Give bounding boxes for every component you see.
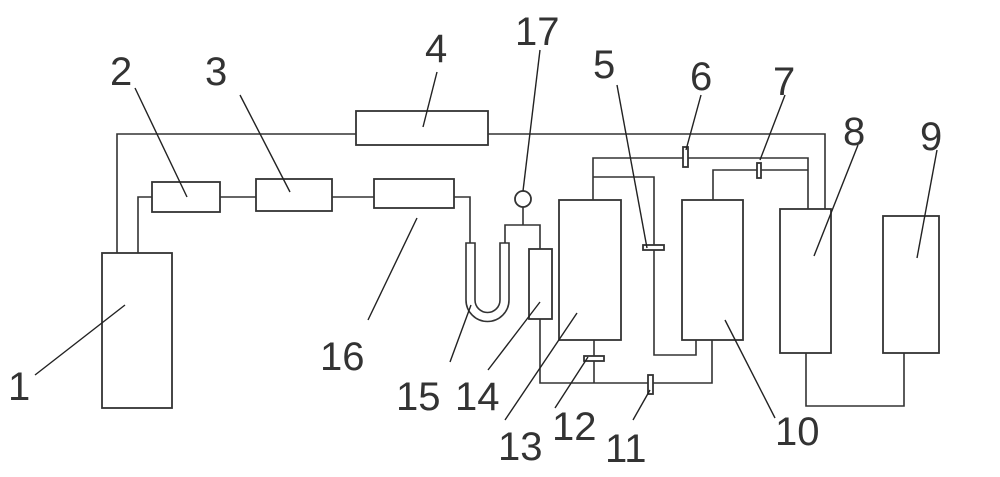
pipe-16-to-15 [454,196,471,243]
reference-labels: 1 2 3 4 17 5 6 7 8 9 16 15 14 13 12 11 1… [8,10,942,471]
leader-lines [34,49,938,421]
label-15: 15 [396,375,441,419]
component-3 [255,178,333,212]
valve-6 [682,146,689,168]
label-4: 4 [425,27,447,71]
pipe-1-to-4-to-8 [116,133,356,253]
leader-15 [449,304,472,363]
leader-1 [34,304,126,376]
label-6: 6 [690,55,712,99]
label-16: 16 [320,335,365,379]
label-3: 3 [205,50,227,94]
leader-9 [916,149,938,259]
leader-4 [422,71,438,128]
component-17-gauge [514,190,532,208]
label-11: 11 [605,427,647,471]
label-12: 12 [552,405,597,449]
label-10: 10 [775,410,820,454]
valve-11 [647,374,654,395]
leader-16 [367,217,418,321]
label-8: 8 [843,110,865,154]
label-13: 13 [498,425,543,469]
pipe-8-to-9 [805,353,905,407]
pipe-4-to-8 [488,133,826,209]
label-7: 7 [773,60,795,104]
component-10 [681,199,744,341]
leader-7 [759,94,786,161]
leader-12 [554,356,589,409]
component-1 [101,252,173,409]
valve-7 [756,162,762,179]
component-9 [882,215,940,354]
label-14: 14 [455,375,500,419]
label-9: 9 [920,115,942,159]
leader-13 [504,312,578,421]
component-16 [373,178,455,209]
component-13 [558,199,622,341]
leader-6 [685,94,702,151]
leader-3 [239,94,291,193]
label-2: 2 [110,50,132,94]
pipe-1-to-2 [137,196,152,253]
valve-5 [642,244,665,251]
leader-10 [724,319,776,419]
leader-2 [134,87,188,198]
label-1: 1 [8,365,30,409]
leader-17 [522,49,541,192]
component-15-u-tube [465,242,510,323]
component-2 [151,181,221,213]
label-17: 17 [515,10,560,54]
valve-12 [583,355,605,362]
pipe-10-top-to-8 [712,169,808,200]
component-14 [528,248,553,320]
pipe-bottom-return [539,319,713,384]
pipe-13-top-to-8 [592,157,809,209]
leader-5 [616,84,648,249]
pipe-15-to-14 [504,224,541,249]
leader-11 [632,389,651,421]
label-5: 5 [593,43,615,87]
leader-8 [813,144,859,257]
leader-14 [487,301,541,371]
component-4 [355,110,489,146]
